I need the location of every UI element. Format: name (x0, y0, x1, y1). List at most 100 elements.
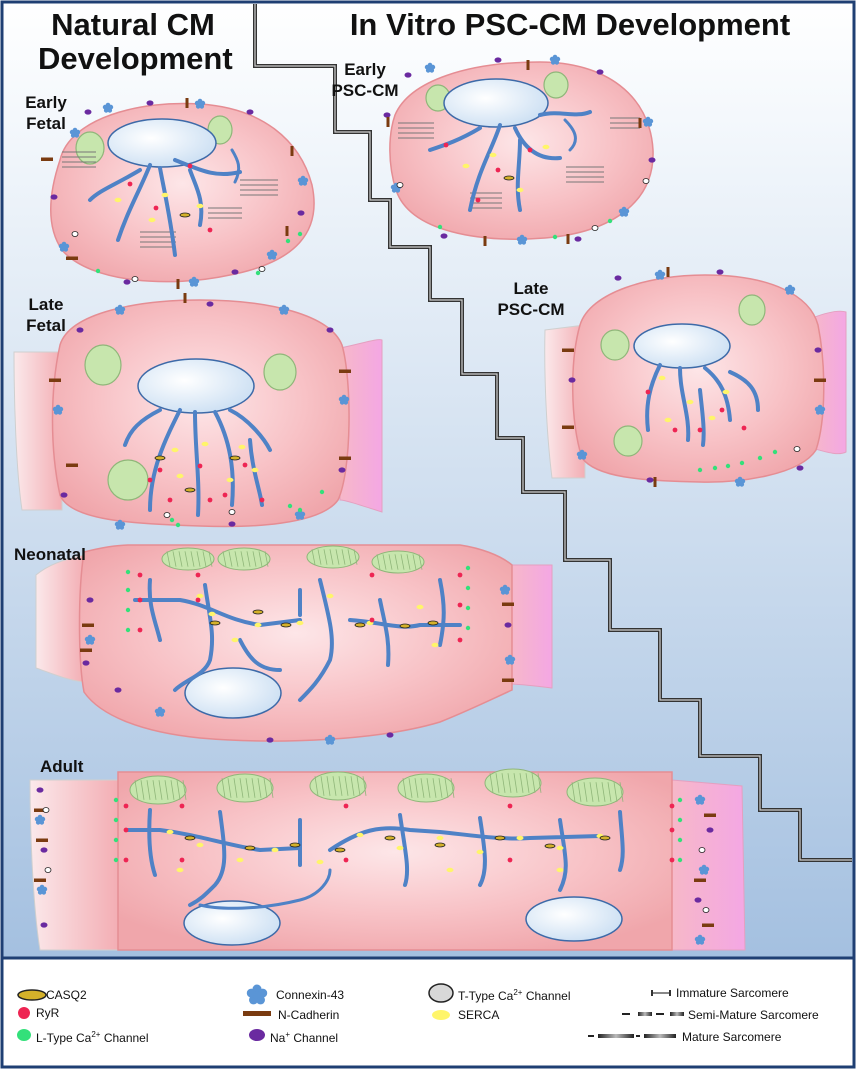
mitochondrion-crista (338, 776, 343, 796)
legend-ttype-text: T-Type Ca (458, 989, 514, 1003)
ryr-marker (443, 142, 449, 148)
ttype-channel-marker (163, 512, 171, 518)
mitochondrion-crista (513, 773, 518, 793)
mitochondrion-crista (426, 778, 431, 798)
ltype-channel-marker (725, 463, 731, 469)
casq2-marker (599, 835, 611, 841)
ryr-marker (343, 803, 349, 809)
ncadherin-marker (34, 878, 46, 882)
ltype-channel-marker (125, 607, 131, 613)
mitochondrion-crista (134, 780, 139, 800)
serca-marker (196, 842, 204, 848)
connexin-marker (114, 304, 126, 315)
ltype-channel-marker (465, 625, 471, 631)
mitochondrion-crista (227, 778, 232, 798)
mitochondrion-crista (252, 551, 257, 567)
ncadherin-marker (562, 425, 574, 429)
mitochondrion-crista (176, 780, 181, 800)
legend-ttype-sup: 2+ (513, 988, 523, 997)
serca-marker (176, 867, 184, 873)
ryr-marker (167, 497, 173, 503)
na-channel-icon (249, 1029, 265, 1041)
ltype-channel-marker (113, 837, 119, 843)
ryr-marker (179, 803, 185, 809)
ncadherin-marker (285, 226, 289, 236)
ryr-icon (18, 1007, 30, 1019)
mitochondrion-crista (619, 782, 624, 802)
na-channel-marker (266, 737, 274, 743)
na-channel-marker (440, 233, 448, 239)
ryr-marker (123, 827, 129, 833)
legend-immature: Immature Sarcomere (676, 986, 789, 1000)
connexin-marker (338, 394, 350, 405)
na-channel-marker (814, 347, 822, 353)
mitochondrion-crista (257, 778, 262, 798)
casq2-marker (334, 847, 346, 853)
na-channel-marker (338, 467, 346, 473)
semi-mature-sarcomere-icon (622, 1012, 684, 1016)
mitochondrion-crista (329, 549, 334, 565)
ncadherin-marker (339, 456, 351, 460)
mitochondrion (129, 775, 187, 805)
na-channel-marker (614, 275, 622, 281)
ryr-marker (457, 572, 463, 578)
late-fetal-cell (13, 299, 383, 528)
connexin-marker (694, 794, 706, 805)
mitochondrion-crista (158, 780, 163, 800)
mitochondrion-crista (414, 778, 419, 798)
neonatal-cell (35, 544, 553, 742)
ttype-channel-marker (396, 182, 404, 188)
serca-icon (432, 1010, 450, 1020)
mitochondrion (161, 547, 215, 571)
connexin-marker (52, 404, 64, 415)
ttype-channel-marker (131, 276, 139, 282)
t-tubule (645, 363, 760, 447)
ryr-marker (645, 389, 651, 395)
late-fetal-line2: Fetal (26, 316, 66, 335)
serca-marker (542, 144, 550, 150)
serca-marker (316, 859, 324, 865)
legend-ryr: RyR (36, 1006, 60, 1020)
casq2-marker (280, 622, 292, 628)
serca-marker (226, 477, 234, 483)
connexin-marker (784, 284, 796, 295)
natural-header-line2: Development (38, 41, 233, 76)
mitochondrion-crista (182, 780, 187, 800)
na-channel-marker (716, 269, 724, 275)
mature-sarcomere-icon (588, 1034, 676, 1038)
ltype-channel-marker (125, 627, 131, 633)
connexin-marker (188, 276, 200, 287)
ryr-marker (475, 197, 481, 203)
legend-ltype-end: Channel (100, 1031, 149, 1045)
ncadherin-marker (526, 60, 530, 70)
mitochondrion-crista (208, 551, 213, 567)
ryr-marker (697, 427, 703, 433)
ltype-channel-marker (113, 857, 119, 863)
natural-header: Natural CM Development (38, 8, 233, 76)
ncadherin-marker (666, 267, 670, 277)
ryr-marker (457, 637, 463, 643)
ncadherin-marker (566, 234, 570, 244)
casq2-marker (427, 620, 439, 626)
na-channel-marker (648, 157, 656, 163)
ltype-channel-marker (677, 797, 683, 803)
mitochondrion-crista (613, 782, 618, 802)
stage-label-late-psc: Late PSC-CM (488, 278, 574, 320)
generated-features (34, 54, 826, 945)
mitochondrion-crista (320, 776, 325, 796)
serca-marker (658, 375, 666, 381)
legend-semi: Semi-Mature Sarcomere (688, 1008, 819, 1022)
mitochondrion-crista (202, 551, 207, 567)
ncadherin-marker (41, 157, 53, 161)
t-tubule (133, 578, 462, 702)
na-channel-marker (504, 622, 512, 628)
na-channel-marker (84, 109, 92, 115)
casq2-icon (17, 989, 47, 1001)
early-fetal-line1: Early (25, 93, 67, 112)
ltype-channel-marker (552, 234, 558, 240)
mitochondrion (309, 771, 367, 801)
serca-marker (208, 611, 216, 617)
mitochondrion-crista (402, 778, 407, 798)
ryr-marker (147, 477, 153, 483)
